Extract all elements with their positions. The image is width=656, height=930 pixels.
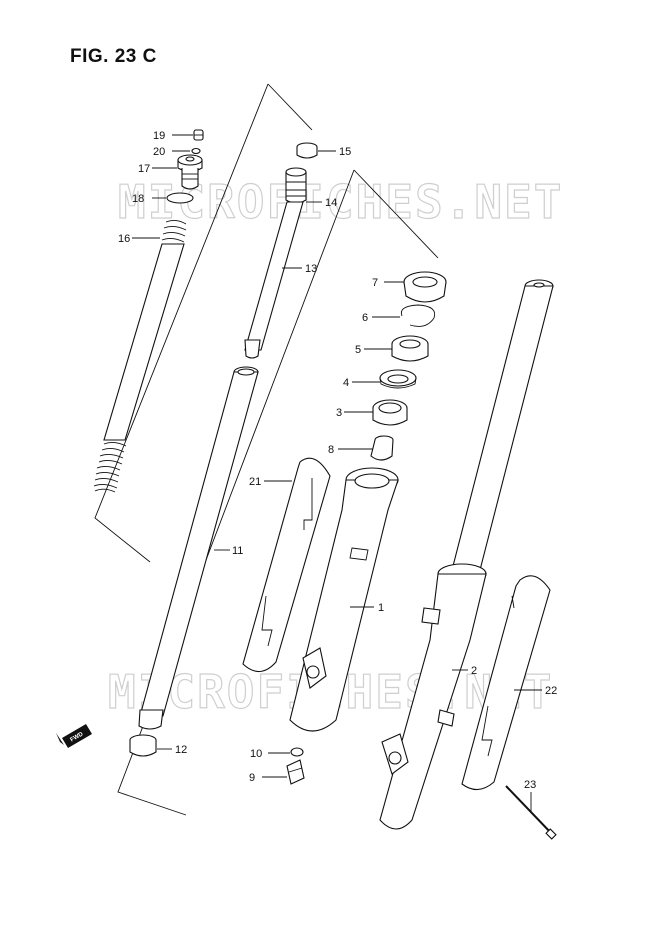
callout-8: 8 bbox=[328, 444, 334, 456]
part-11-inner-tube[interactable] bbox=[138, 366, 259, 730]
callout-23: 23 bbox=[524, 779, 536, 791]
callout-22: 22 bbox=[545, 685, 557, 697]
callout-9: 9 bbox=[249, 772, 255, 784]
part-5-oil-seal[interactable] bbox=[391, 335, 429, 362]
callout-17: 17 bbox=[138, 163, 150, 175]
part-16-fork-spring[interactable] bbox=[93, 219, 187, 493]
callout-14: 14 bbox=[325, 197, 337, 209]
part-23-clamp[interactable] bbox=[505, 785, 557, 840]
part-15-collar[interactable] bbox=[296, 142, 318, 159]
part-17-cap-bolt[interactable] bbox=[177, 154, 203, 190]
part-18-o-ring[interactable] bbox=[166, 192, 194, 204]
part-8-oil-lock-piece[interactable] bbox=[370, 435, 394, 461]
group-frame-upper-left bbox=[94, 83, 269, 563]
callout-2: 2 bbox=[471, 665, 477, 677]
callout-7: 7 bbox=[372, 277, 378, 289]
callout-15: 15 bbox=[339, 146, 351, 158]
figure-title: FIG. 23 C bbox=[70, 46, 157, 67]
part-3-bush[interactable] bbox=[372, 399, 408, 426]
callout-19: 19 bbox=[153, 130, 165, 142]
group-frame-upper-left-top bbox=[267, 83, 313, 131]
callout-11: 11 bbox=[232, 545, 243, 557]
callout-3: 3 bbox=[336, 407, 342, 419]
part-4-washer[interactable] bbox=[379, 369, 417, 389]
callout-5: 5 bbox=[355, 344, 361, 356]
part-14-piston-ring[interactable] bbox=[285, 167, 307, 204]
callout-12: 12 bbox=[175, 744, 187, 756]
part-13-damper-rod[interactable] bbox=[244, 201, 304, 359]
part-22-fork-guard-right[interactable] bbox=[461, 575, 551, 791]
fwd-arrow-icon: FWD bbox=[56, 724, 92, 748]
callout-1: 1 bbox=[378, 602, 384, 614]
part-7-dust-seal[interactable] bbox=[403, 271, 447, 303]
callout-18: 18 bbox=[132, 193, 144, 205]
part-9-drain-bolt[interactable] bbox=[286, 759, 305, 785]
part-12-bush[interactable] bbox=[129, 734, 157, 757]
part-1-outer-tube[interactable] bbox=[289, 467, 399, 732]
group-frame-center-top bbox=[353, 169, 439, 259]
part-6-circlip[interactable] bbox=[400, 304, 436, 327]
callout-4: 4 bbox=[343, 377, 349, 389]
callout-10: 10 bbox=[250, 748, 262, 760]
part-19-bolt[interactable] bbox=[193, 129, 204, 141]
callout-21: 21 bbox=[249, 476, 261, 488]
part-2-outer-tube-right[interactable] bbox=[379, 279, 554, 830]
callout-20: 20 bbox=[153, 146, 165, 158]
group-frame-center bbox=[117, 169, 355, 816]
callout-13: 13 bbox=[305, 263, 317, 275]
part-21-fork-guard[interactable] bbox=[242, 457, 331, 673]
callout-6: 6 bbox=[362, 312, 368, 324]
callout-16: 16 bbox=[118, 233, 130, 245]
part-20-washer[interactable] bbox=[191, 147, 201, 155]
part-10-gasket[interactable] bbox=[290, 747, 304, 757]
